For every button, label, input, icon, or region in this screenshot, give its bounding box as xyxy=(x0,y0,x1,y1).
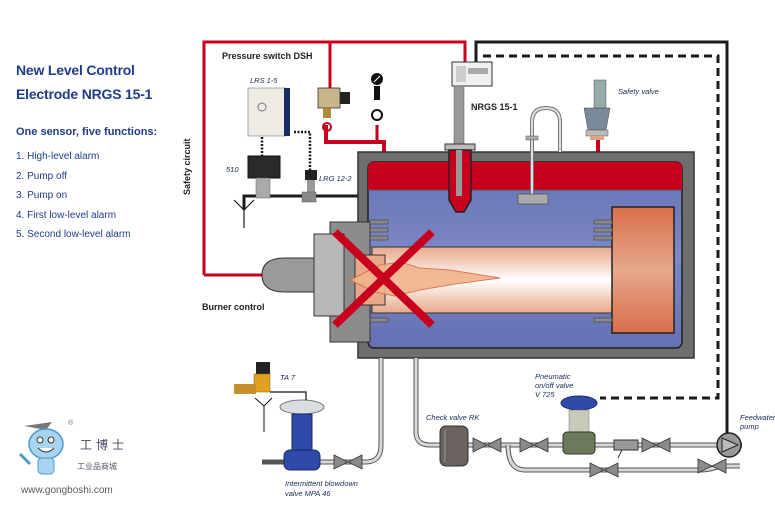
label-nrgs: NRGS 15-1 xyxy=(471,102,518,112)
label-510: 510 xyxy=(226,165,239,174)
label-pneumatic-1: Pneumatic xyxy=(535,372,571,381)
label-blowdown-2: valve MPA 46 xyxy=(285,489,331,498)
label-feedwater-1: Feedwater xyxy=(740,413,775,422)
pressure-switch xyxy=(317,87,350,132)
label-pneumatic-3: V 725 xyxy=(535,390,555,399)
label-pressure-switch: Pressure switch DSH xyxy=(222,51,313,61)
feedwater-pump-icon xyxy=(716,432,742,458)
safety-circuit-line xyxy=(202,40,467,277)
function-item: 3. Pump on xyxy=(16,190,68,201)
strainer xyxy=(613,439,639,459)
function-item: 5. Second low-level alarm xyxy=(16,229,131,240)
label-lrs: LRS 1-5 xyxy=(250,76,278,85)
function-item: 4. First low-level alarm xyxy=(16,209,117,221)
ta7-solenoid xyxy=(234,362,307,432)
label-safety-circuit: Safety circuit xyxy=(182,138,192,195)
label-blowdown-1: Intermittent blowdown xyxy=(285,479,358,488)
burner-cross-icon xyxy=(332,229,435,328)
watermark-brand: 工博士 xyxy=(80,438,129,452)
nrgs-electrode xyxy=(444,61,493,213)
control-lines xyxy=(233,40,729,435)
heading-line-1: New Level Control xyxy=(16,62,135,78)
function-item: 1. High-level alarm xyxy=(16,151,100,162)
mascot-logo-icon xyxy=(18,422,64,475)
lrs-controller xyxy=(247,87,290,137)
water-level-tube xyxy=(517,105,562,205)
lrg-electrode xyxy=(301,170,317,203)
boiler-shell xyxy=(261,151,695,359)
label-pneumatic-2: on/off valve xyxy=(535,381,574,390)
heading-line-2: Electrode NRGS 15-1 xyxy=(16,86,153,102)
label-feedwater-2: pump xyxy=(740,422,759,431)
label-ta7: TA 7 xyxy=(280,373,296,382)
label-burner-control: Burner control xyxy=(202,302,265,312)
safety-valve-icon xyxy=(583,79,611,140)
function-item: 2. Pump off xyxy=(16,170,67,182)
pneumatic-valve xyxy=(560,395,598,455)
blowdown-valve xyxy=(279,399,325,471)
subtitle: One sensor, five functions: xyxy=(16,126,158,138)
registered-mark: ® xyxy=(68,420,74,427)
gate-valve-icon xyxy=(333,437,727,478)
label-lrg: LRG 12-2 xyxy=(319,174,352,183)
pressure-gauge-icon xyxy=(371,73,383,121)
watermark-tagline: 工业品商城 xyxy=(77,462,117,471)
check-valve xyxy=(439,425,469,467)
label-check-valve: Check valve RK xyxy=(426,413,480,422)
label-safety-valve: Safety valve xyxy=(618,87,659,96)
drain-pipes xyxy=(262,358,742,473)
function-list: 1. High-level alarm 2. Pump off 3. Pump … xyxy=(16,149,131,247)
watermark-url: www.gongboshi.com xyxy=(21,485,113,496)
actuator-510 xyxy=(247,155,281,199)
